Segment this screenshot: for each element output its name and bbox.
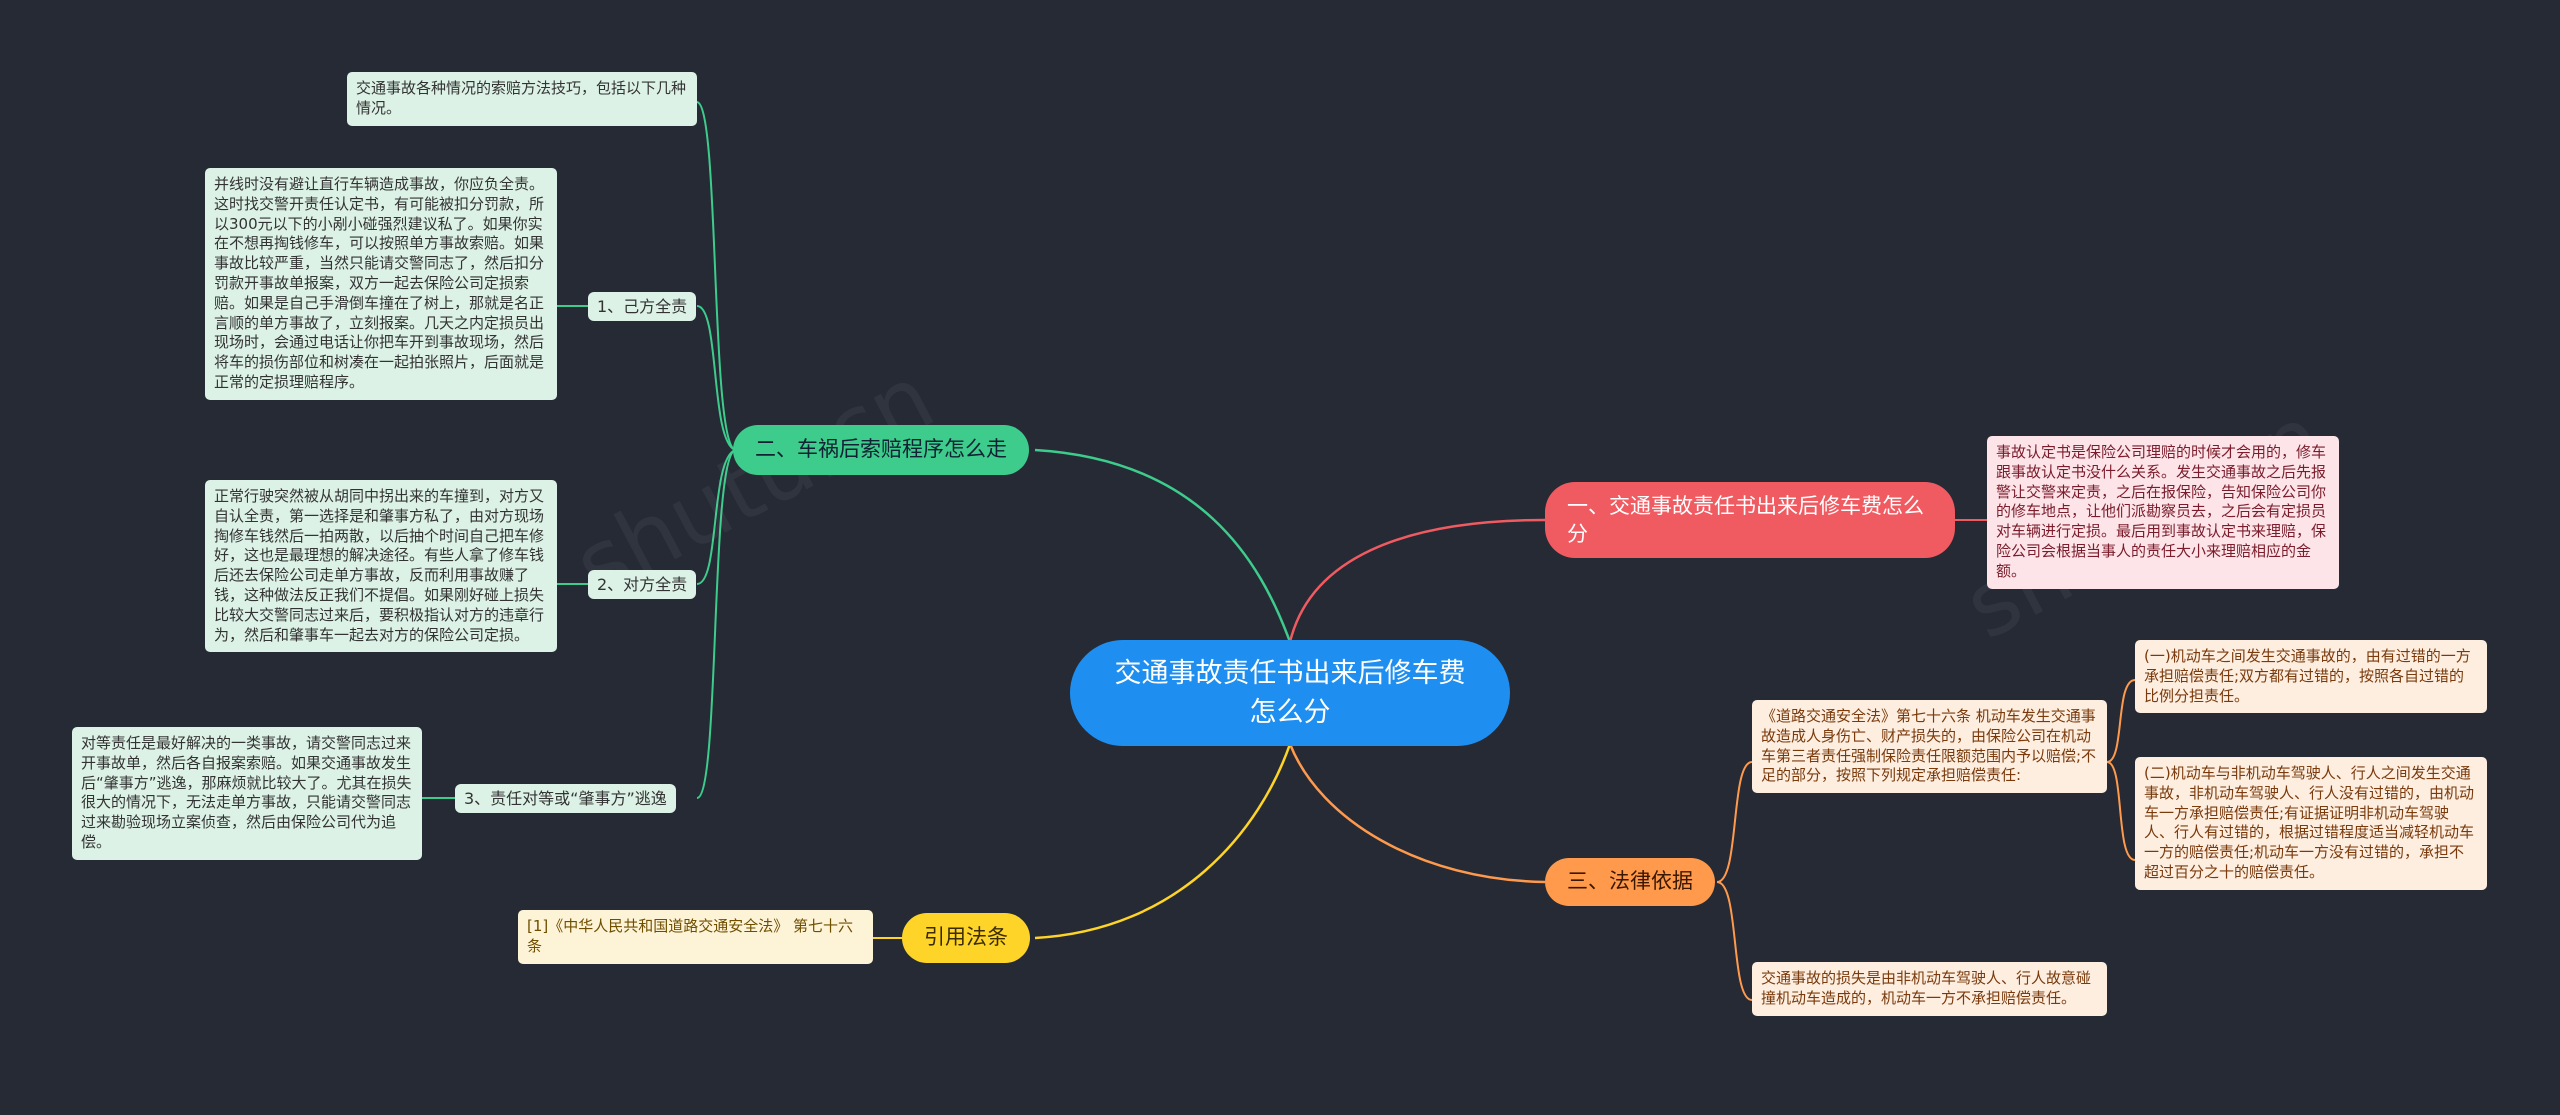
leaf-clause-2: (二)机动车与非机动车驾驶人、行人之间发生交通事故，非机动车驾驶人、行人没有过错… — [2135, 757, 2487, 890]
branch-label: 二、车祸后索赔程序怎么走 — [755, 437, 1007, 462]
branch-cited-law[interactable]: 引用法条 — [902, 913, 1030, 963]
branch-legal-basis[interactable]: 三、法律依据 — [1545, 858, 1715, 906]
leaf-cited-law: [1]《中华人民共和国道路交通安全法》 第七十六条 — [518, 910, 873, 964]
branch-label: 三、法律依据 — [1567, 869, 1693, 894]
branch-claim-procedure[interactable]: 二、车祸后索赔程序怎么走 — [733, 425, 1029, 475]
leaf-equal-liability: 对等责任是最好解决的一类事故，请交警同志过来开事故单，然后各自报案索赔。如果交通… — [72, 727, 422, 860]
branch-label: 引用法条 — [924, 925, 1008, 950]
leaf-own-full-liability: 并线时没有避让直行车辆造成事故，你应负全责。这时找交警开责任认定书，有可能被扣分… — [205, 168, 557, 400]
branch-label: 一、交通事故责任书出来后修车费怎么分 — [1567, 493, 1924, 546]
leaf-claim-intro: 交通事故各种情况的索赔方法技巧，包括以下几种情况。 — [347, 72, 697, 126]
leaf-law-article: 《道路交通安全法》第七十六条 机动车发生交通事故造成人身伤亡、财产损失的，由保险… — [1752, 700, 2107, 794]
root-node[interactable]: 交通事故责任书出来后修车费怎么分 — [1070, 640, 1510, 746]
root-title: 交通事故责任书出来后修车费怎么分 — [1114, 657, 1466, 728]
branch-repair-cost-split[interactable]: 一、交通事故责任书出来后修车费怎么分 — [1545, 482, 1955, 558]
leaf-other-full-liability: 正常行驶突然被从胡同中拐出来的车撞到，对方又自认全责，第一选择是和肇事方私了，由… — [205, 480, 557, 653]
leaf-repair-cost-split: 事故认定书是保险公司理赔的时候才会用的，修车跟事故认定书没什么关系。发生交通事故… — [1987, 436, 2339, 589]
leaf-clause-1: (一)机动车之间发生交通事故的，由有过错的一方承担赔偿责任;双方都有过错的，按照… — [2135, 640, 2487, 714]
label-other-full-liability[interactable]: 2、对方全责 — [588, 570, 697, 600]
label-equal-liability[interactable]: 3、责任对等或“肇事方”逃逸 — [455, 784, 676, 814]
label-own-full-liability[interactable]: 1、己方全责 — [588, 292, 697, 322]
leaf-note: 交通事故的损失是由非机动车驾驶人、行人故意碰撞机动车造成的，机动车一方不承担赔偿… — [1752, 962, 2107, 1016]
